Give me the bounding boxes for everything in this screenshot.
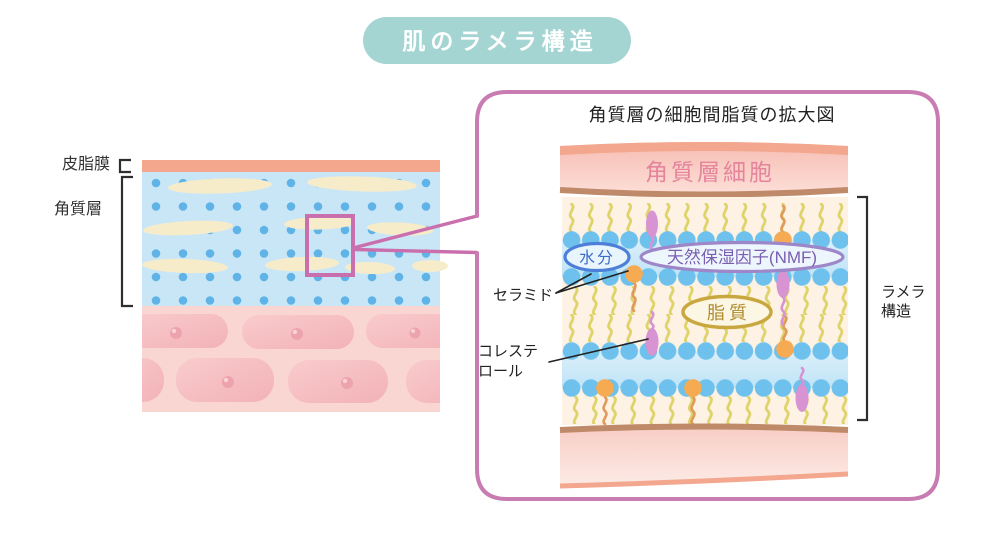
corneocyte-body [560, 142, 848, 195]
panel-title: 角質層の細胞間脂質の拡大図 [589, 105, 836, 125]
corneocyte-membrane [559, 187, 849, 198]
lens [412, 260, 448, 272]
lens [142, 258, 228, 274]
lamellar-region: 水分 天然保湿因子(NMF) 脂質 [562, 197, 848, 426]
cholesterol-molecules [645, 210, 809, 412]
page-title: 肌のラメラ構造 [402, 28, 597, 54]
water-badge: 水分 [563, 241, 631, 273]
lens [345, 261, 395, 275]
title-banner: 肌のラメラ構造 [363, 17, 631, 64]
corneocyte-body [560, 426, 848, 486]
callout-wedge [354, 214, 478, 255]
water-label: 水分 [579, 249, 615, 267]
ceramide-label: セラミド [493, 287, 553, 304]
skin-cell [366, 314, 440, 348]
lipid-label: 脂質 [707, 303, 751, 323]
corneocyte-membrane [559, 423, 849, 433]
corneocyte-top-edge [560, 142, 848, 155]
ceramide-pointer-line-1 [555, 273, 592, 294]
lens [168, 178, 272, 194]
corneocyte-label: 角質層細胞 [645, 159, 775, 185]
corneocyte-band-top: 角質層細胞 [559, 142, 849, 198]
magnified-panel: 角質層の細胞間脂質の拡大図 角質層細胞 [475, 90, 940, 501]
nmf-label: 天然保湿因子(NMF) [667, 248, 817, 267]
wedge-line-bottom [354, 247, 478, 255]
corneocyte-bottom-edge [559, 471, 849, 489]
lens [307, 176, 417, 192]
magnifier-square [305, 214, 355, 277]
nmf-badge: 天然保湿因子(NMF) [639, 240, 845, 274]
sebum-film-label: 皮脂膜 [62, 155, 110, 173]
title-pill [363, 17, 631, 64]
head-row-3 [562, 342, 848, 360]
skin-cell [142, 314, 228, 348]
stratum-corneum-label: 角質層 [54, 200, 102, 218]
skin-cell [406, 360, 440, 403]
lens [265, 256, 339, 272]
wedge-line-top [354, 214, 478, 250]
skin-cells [142, 314, 440, 403]
stratum-corneum-bracket [120, 175, 133, 308]
cholesterol-pointer-line [548, 338, 649, 363]
skin-cell [288, 360, 388, 403]
lamella-bracket [857, 195, 869, 422]
sebum-film-bracket [118, 158, 131, 174]
head-row-4 [562, 379, 848, 397]
lamella-label-line1: ラメラ [881, 284, 926, 301]
cell-nuclei [170, 327, 421, 389]
tail-strip-1 [562, 203, 848, 232]
cholesterol-label-line2: ロール [478, 363, 523, 380]
lamella-label-line2: 構造 [881, 303, 911, 320]
sebum-film-band [142, 160, 440, 172]
lens [143, 220, 233, 236]
skin-cell [142, 358, 164, 402]
corneocyte-band-bottom [559, 423, 849, 489]
corneocyte-lenses [142, 176, 448, 275]
cholesterol-label-line1: コレステ [478, 343, 538, 360]
lipid-badge: 脂質 [681, 294, 773, 330]
ceramide-pointer-line-2 [555, 270, 629, 294]
skin-cross-section: 皮脂膜 角質層 [54, 155, 448, 412]
lens [284, 216, 356, 230]
